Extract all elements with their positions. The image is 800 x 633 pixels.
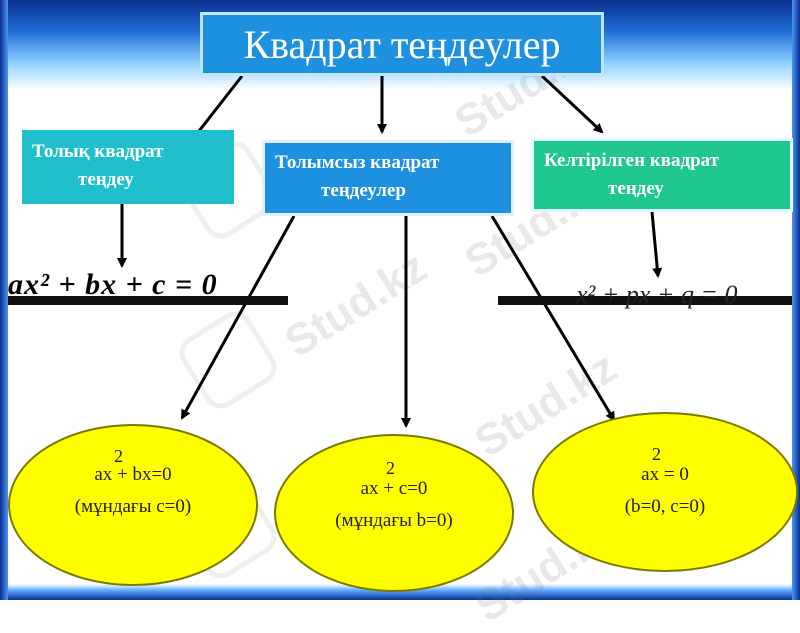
arrow-to-case-3 <box>490 215 616 422</box>
case-expression: ax = 0 <box>641 464 689 485</box>
left-border <box>0 0 8 600</box>
case-exponent: 2 <box>386 458 395 478</box>
bottom-gradient-band <box>0 584 800 600</box>
arrow-title-to-full <box>190 75 244 142</box>
case-note: (мұндағы b=0) <box>335 510 453 531</box>
case-exponent: 2 <box>114 446 123 466</box>
full-equation-box: Толық квадрат теңдеу <box>22 130 234 204</box>
case-note: (b=0, c=0) <box>624 496 706 517</box>
reduced-equation: x² + px + q = 0 <box>576 280 738 309</box>
incomplete-box-line2: теңдеулер <box>321 180 406 201</box>
page-title: Квадрат теңдеулер <box>200 12 604 76</box>
reduced-equation-box: Келтірілген квадрат теңдеу <box>531 138 793 212</box>
case-expression: ax + bx=0 <box>94 464 172 485</box>
slide-canvas: Stud.kz Stud.kz Stud.kz Stud.kz Stud.kz … <box>8 0 798 632</box>
full-box-line1: Толық квадрат <box>32 141 164 162</box>
connector-arrows <box>117 74 663 428</box>
case-exponent: 2 <box>652 444 661 464</box>
case-expression: ax + c=0 <box>360 478 428 499</box>
reduced-box-line2: теңдеу <box>608 178 664 199</box>
right-border <box>792 0 800 600</box>
case-ellipse-3: 2 ax = 0 (b=0, c=0) <box>532 412 798 572</box>
arrow-reduced-to-equation <box>650 211 663 278</box>
case-note: (мұндағы c=0) <box>74 496 192 517</box>
incomplete-equation-box: Толымсыз квадрат теңдеулер <box>262 140 514 216</box>
general-equation: ax² + bx + c = 0 <box>8 268 218 301</box>
arrow-to-case-1 <box>180 215 296 420</box>
incomplete-box-line1: Толымсыз квадрат <box>275 152 440 173</box>
arrow-title-to-reduced <box>540 74 604 134</box>
full-box-line2: теңдеу <box>78 169 134 190</box>
case-ellipse-1: 2 ax + bx=0 (мұндағы c=0) <box>8 424 258 586</box>
equation-underline-left <box>8 296 288 305</box>
case-ellipse-2: 2 ax + c=0 (мұндағы b=0) <box>274 434 514 592</box>
reduced-box-line1: Келтірілген квадрат <box>544 150 719 171</box>
title-text: Квадрат теңдеулер <box>243 21 561 67</box>
equation-underline-right <box>498 296 792 305</box>
